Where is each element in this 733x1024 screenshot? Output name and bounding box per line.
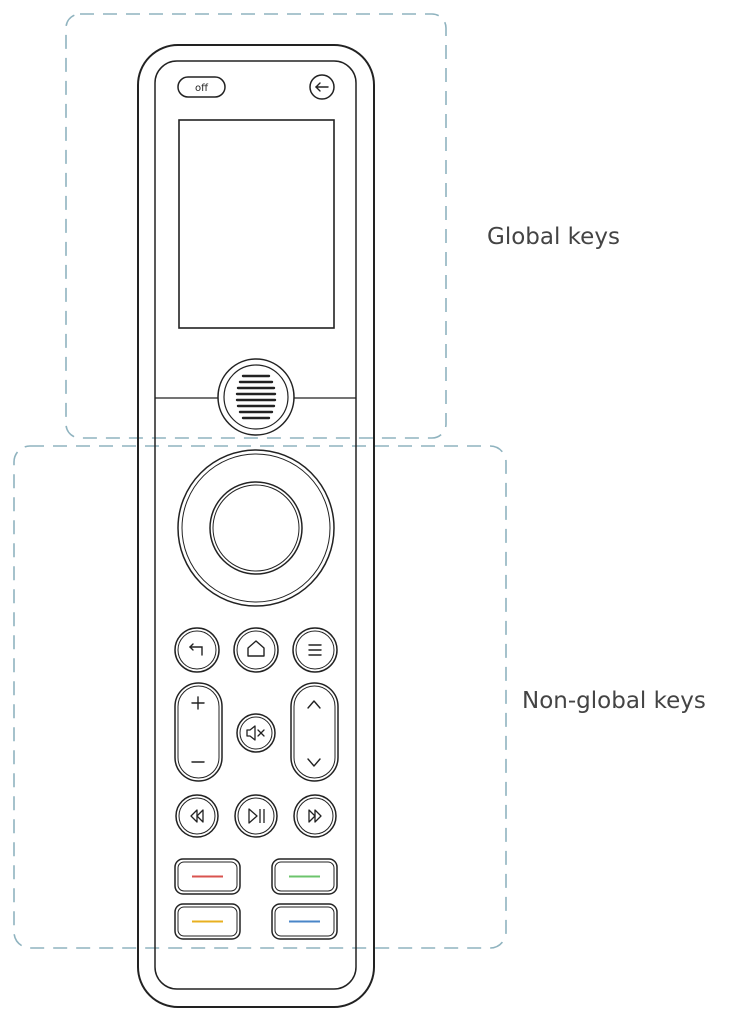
menu-icon	[308, 644, 322, 656]
home-icon	[247, 640, 265, 657]
display-screen	[178, 119, 335, 329]
ok-button[interactable]	[209, 481, 303, 575]
green-key[interactable]	[271, 858, 338, 895]
menu-button[interactable]	[292, 627, 338, 673]
chevron-down-icon	[307, 758, 321, 767]
plus-icon	[191, 696, 205, 710]
non-global-keys-label: Non-global keys	[522, 688, 706, 714]
blue-key[interactable]	[271, 903, 338, 940]
rewind-button[interactable]	[175, 794, 219, 838]
global-keys-region	[65, 13, 447, 439]
off-button-label: off	[195, 83, 209, 94]
chevron-up-icon	[307, 700, 321, 709]
back-arrow-icon	[315, 82, 329, 92]
yellow-key[interactable]	[174, 903, 241, 940]
remote-inner-body	[154, 60, 357, 990]
non-global-keys-region	[13, 445, 507, 949]
return-button[interactable]	[174, 627, 220, 673]
fast-forward-icon	[308, 809, 322, 823]
play-pause-button[interactable]	[234, 794, 278, 838]
volume-rocker[interactable]	[174, 682, 223, 782]
red-key[interactable]	[174, 858, 241, 895]
remote-outer-body	[137, 44, 375, 1008]
fast-forward-button[interactable]	[293, 794, 337, 838]
mute-button[interactable]	[236, 713, 276, 753]
play-pause-icon	[248, 808, 265, 824]
global-keys-label: Global keys	[487, 224, 620, 250]
scroll-wheel[interactable]	[217, 358, 295, 436]
rewind-icon	[190, 809, 204, 823]
off-button[interactable]: off	[177, 76, 226, 98]
mute-icon	[246, 725, 265, 741]
channel-rocker[interactable]	[290, 682, 339, 782]
back-arrow-button[interactable]	[309, 74, 335, 100]
home-button[interactable]	[233, 627, 279, 673]
scroll-wheel-grip	[235, 374, 277, 420]
return-icon	[189, 643, 203, 656]
